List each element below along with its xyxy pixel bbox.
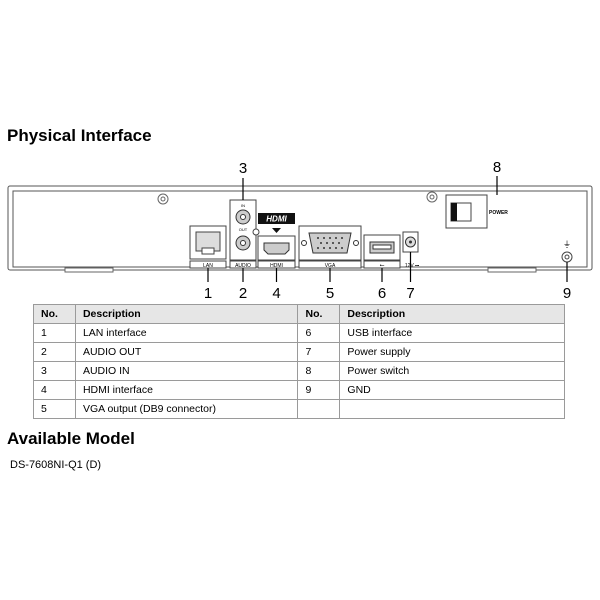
table-cell-no: 9 bbox=[297, 380, 341, 400]
section-title-available-model: Available Model bbox=[7, 429, 135, 448]
power-label: POWER bbox=[489, 210, 508, 216]
callout-6: 6 bbox=[378, 285, 386, 300]
mounting-screws bbox=[157, 191, 438, 205]
model-name: DS-7608NI-Q1 (D) bbox=[10, 459, 102, 471]
table-cell-no: 6 bbox=[297, 323, 341, 343]
interface-table: No. Description No. Description 1 LAN in… bbox=[33, 304, 565, 419]
power-input-port: 12V ⎓ bbox=[402, 231, 419, 269]
audio-out-label: OUT bbox=[239, 227, 248, 232]
table-cell-no: 5 bbox=[33, 399, 76, 419]
table-cell-no: 7 bbox=[297, 342, 341, 362]
usb-port: ⭠ bbox=[363, 234, 401, 269]
table-cell-no: 1 bbox=[33, 323, 76, 343]
power-input-label: 12V ⎓ bbox=[405, 263, 419, 269]
gnd-screw-small bbox=[252, 228, 260, 236]
column-header-description: Description bbox=[74, 304, 299, 324]
table-row: 3 AUDIO IN 8 Power switch bbox=[33, 361, 565, 381]
callout-7: 7 bbox=[406, 285, 414, 300]
callout-9: 9 bbox=[563, 285, 571, 300]
usb-icon: ⭠ bbox=[380, 262, 385, 269]
callout-3: 3 bbox=[239, 160, 247, 177]
ground-icon: ⏚ bbox=[563, 240, 571, 249]
lan-port-label: LAN bbox=[203, 263, 213, 269]
audio-ports: IN OUT AUDIO bbox=[229, 199, 257, 269]
hdmi-logo-text: HDMI bbox=[266, 215, 287, 224]
table-cell-description: AUDIO OUT bbox=[74, 342, 299, 362]
hdmi-logo-badge: HDMI bbox=[258, 213, 295, 233]
table-cell-no: 3 bbox=[33, 361, 76, 381]
hdmi-port-label: HDMI bbox=[270, 263, 283, 269]
vga-port-label: VGA bbox=[325, 263, 336, 269]
callout-2: 2 bbox=[239, 285, 247, 300]
rear-panel-diagram: LAN IN OUT AUDIO HDMI HDMI bbox=[7, 159, 593, 300]
column-header-no: No. bbox=[33, 304, 76, 324]
table-row: 5 VGA output (DB9 connector) bbox=[33, 399, 565, 419]
vga-port: VGA bbox=[298, 225, 362, 269]
table-cell-description: AUDIO IN bbox=[74, 361, 299, 381]
column-header-no: No. bbox=[297, 304, 341, 324]
callout-4: 4 bbox=[272, 285, 280, 300]
table-cell-description: LAN interface bbox=[74, 323, 299, 343]
table-cell-description: Power supply bbox=[339, 342, 565, 362]
section-title-physical-interface: Physical Interface bbox=[7, 126, 152, 145]
power-switch: POWER bbox=[445, 194, 508, 229]
table-row: 4 HDMI interface 9 GND bbox=[33, 380, 565, 400]
callout-8: 8 bbox=[493, 159, 501, 176]
table-row: 1 LAN interface 6 USB interface bbox=[33, 323, 565, 343]
audio-label: AUDIO bbox=[235, 263, 251, 269]
callout-lines bbox=[207, 176, 568, 282]
table-header-row: No. Description No. Description bbox=[33, 304, 565, 324]
table-cell-description: Power switch bbox=[339, 361, 565, 381]
table-cell-no: 8 bbox=[297, 361, 341, 381]
column-header-description: Description bbox=[339, 304, 565, 324]
table-cell-description: GND bbox=[339, 380, 565, 400]
callout-5: 5 bbox=[326, 285, 334, 300]
table-cell-no: 2 bbox=[33, 342, 76, 362]
table-cell-description: VGA output (DB9 connector) bbox=[74, 399, 299, 419]
lan-port: LAN bbox=[189, 225, 227, 269]
table-cell-description: HDMI interface bbox=[74, 380, 299, 400]
table-row: 2 AUDIO OUT 7 Power supply bbox=[33, 342, 565, 362]
table-cell-description bbox=[339, 399, 565, 419]
gnd-terminal: ⏚ bbox=[561, 240, 573, 263]
hdmi-port: HDMI bbox=[257, 235, 296, 269]
chassis-feet bbox=[64, 267, 537, 273]
table-cell-no bbox=[297, 399, 341, 419]
table-cell-description: USB interface bbox=[339, 323, 565, 343]
audio-in-label: IN bbox=[241, 203, 245, 208]
callout-1: 1 bbox=[204, 285, 212, 300]
table-cell-no: 4 bbox=[33, 380, 76, 400]
